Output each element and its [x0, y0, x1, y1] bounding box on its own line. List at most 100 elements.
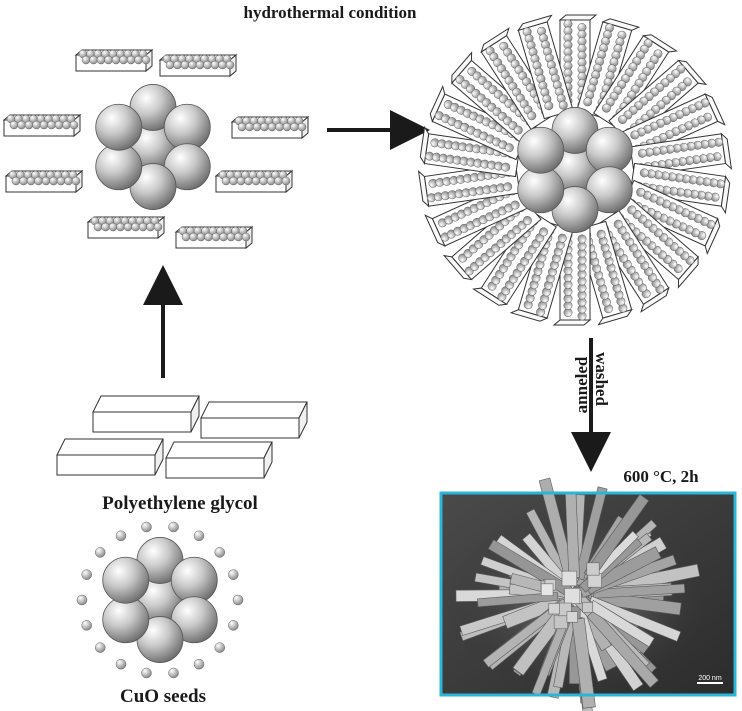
small-sphere — [211, 232, 221, 242]
small-sphere — [173, 60, 182, 70]
title-label: hydrothermal condition — [243, 3, 417, 22]
bead-slab — [2, 113, 82, 138]
small-sphere — [244, 176, 253, 186]
bead-slab — [230, 115, 310, 140]
small-sphere — [234, 232, 243, 242]
seed-label: CuO seeds — [120, 686, 206, 707]
small-sphere — [627, 205, 637, 215]
small-sphere — [501, 162, 511, 172]
small-sphere — [196, 232, 206, 242]
small-sphere — [64, 176, 73, 186]
small-sphere — [274, 176, 283, 186]
nanorod-petal — [472, 209, 557, 306]
radial-nanorod-flower — [417, 14, 733, 326]
small-sphere — [219, 232, 228, 242]
coated-seed-cluster — [2, 48, 310, 250]
small-sphere — [503, 182, 513, 192]
nanorod-petal — [608, 59, 708, 145]
small-sphere — [181, 232, 191, 242]
small-sphere — [601, 103, 611, 113]
small-sphere — [204, 232, 213, 242]
small-sphere — [539, 227, 549, 237]
peg-block — [200, 401, 308, 439]
small-sphere — [93, 222, 103, 232]
small-sphere — [168, 521, 179, 533]
nanorod-petal — [480, 27, 557, 131]
small-sphere — [630, 130, 640, 140]
outer-sphere — [163, 103, 211, 151]
small-sphere — [146, 222, 155, 232]
nanorod-petal — [576, 220, 633, 326]
small-sphere — [218, 60, 227, 70]
small-sphere — [138, 222, 148, 232]
nanorod-petal — [442, 195, 542, 281]
small-sphere — [26, 176, 36, 186]
outer-sphere — [517, 166, 565, 214]
small-sphere — [221, 176, 231, 186]
peg-block — [56, 438, 164, 476]
small-sphere — [141, 55, 151, 65]
small-sphere — [41, 176, 51, 186]
nanorod-petal — [608, 195, 699, 289]
small-sphere — [236, 176, 246, 186]
anneled-label: anneled — [572, 356, 591, 413]
small-sphere — [275, 122, 284, 132]
small-sphere — [189, 232, 198, 242]
small-sphere — [141, 521, 152, 533]
small-sphere — [596, 229, 606, 239]
small-sphere — [228, 620, 239, 631]
small-sphere — [131, 222, 140, 232]
small-sphere — [251, 176, 261, 186]
small-sphere — [165, 60, 175, 70]
small-sphere — [229, 176, 238, 186]
small-sphere — [504, 143, 514, 153]
nanorod-petal — [451, 51, 542, 145]
small-sphere — [558, 100, 568, 110]
small-sphere — [203, 60, 212, 70]
small-sphere — [34, 176, 43, 186]
small-sphere — [282, 122, 292, 132]
small-sphere — [11, 176, 21, 186]
small-sphere — [81, 620, 92, 631]
small-sphere — [241, 232, 251, 242]
outer-sphere — [102, 556, 150, 604]
small-sphere — [513, 125, 523, 135]
small-sphere — [115, 658, 127, 670]
small-sphere — [115, 530, 127, 542]
small-sphere — [252, 122, 262, 132]
scale-bar-label: 200 nm — [698, 675, 722, 682]
small-sphere — [210, 60, 220, 70]
small-sphere — [180, 60, 190, 70]
small-sphere — [267, 122, 277, 132]
small-sphere — [111, 55, 121, 65]
small-sphere — [281, 176, 291, 186]
small-sphere — [639, 168, 649, 178]
small-sphere — [613, 219, 623, 229]
small-sphere — [297, 122, 307, 132]
small-sphere — [39, 120, 49, 130]
small-sphere — [94, 642, 106, 653]
small-sphere — [126, 55, 136, 65]
bead-slab — [174, 225, 254, 250]
small-sphere — [19, 176, 28, 186]
nanorod-petal — [517, 14, 574, 120]
small-sphere — [17, 120, 26, 130]
small-sphere — [116, 222, 125, 232]
bead-slab — [214, 169, 294, 194]
small-sphere — [96, 55, 106, 65]
small-sphere — [232, 594, 244, 606]
outer-sphere — [95, 143, 143, 191]
sem-micrograph: 200 nm — [439, 477, 737, 711]
peg-block — [92, 395, 200, 433]
small-sphere — [527, 111, 537, 121]
polyethylene-glycol-blocks — [56, 395, 308, 479]
bead-slab — [86, 215, 166, 240]
small-sphere — [522, 216, 532, 225]
small-sphere — [69, 120, 79, 130]
polymer-label: Polyethylene glycol — [102, 493, 258, 514]
small-sphere — [104, 55, 113, 65]
small-sphere — [119, 55, 128, 65]
outer-sphere — [517, 126, 565, 174]
